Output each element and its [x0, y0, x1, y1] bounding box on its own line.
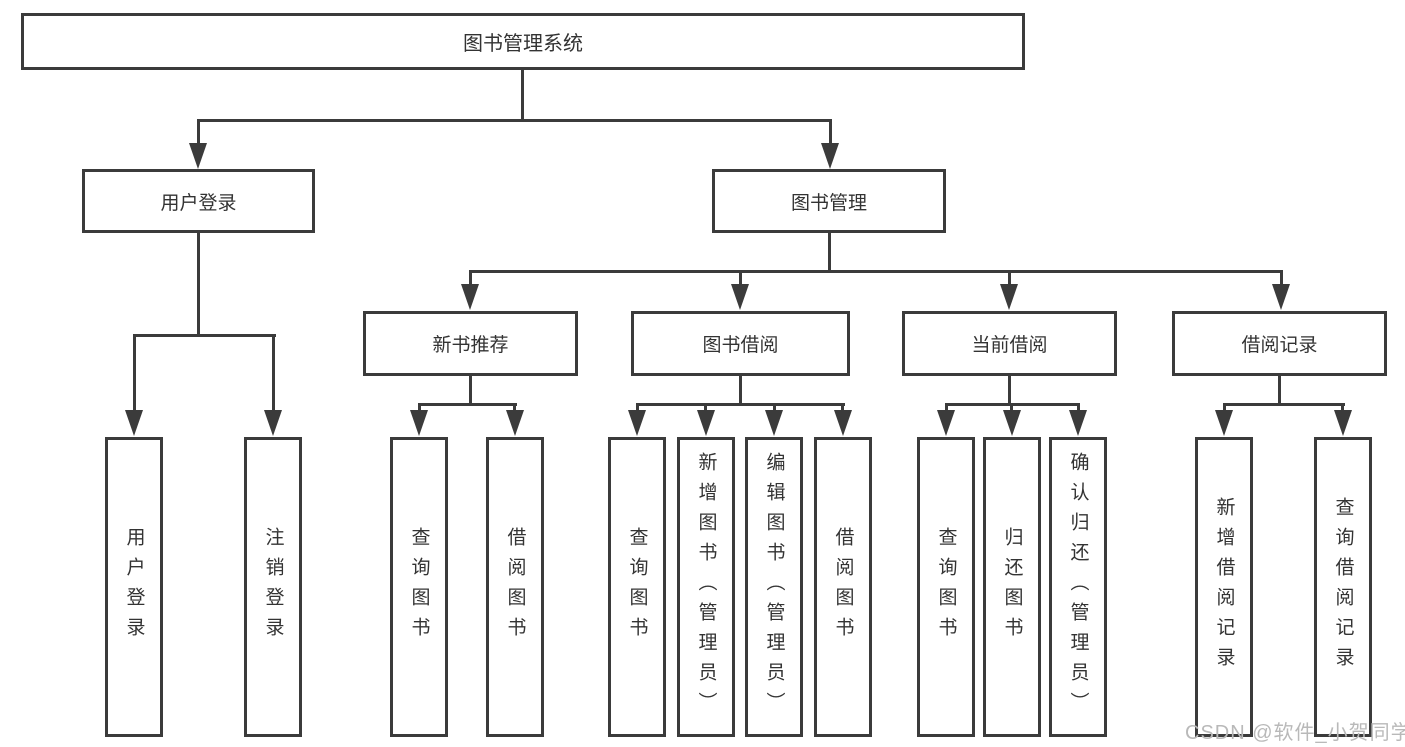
arrowhead-down-icon — [1272, 284, 1290, 310]
leaf-query-books: 查询图书 — [608, 437, 666, 737]
arrowhead-down-icon — [506, 410, 524, 436]
connector-line — [945, 403, 948, 412]
connector-line — [133, 334, 276, 337]
arrowhead-down-icon — [937, 410, 955, 436]
connector-line — [773, 403, 776, 412]
node-current-borrow: 当前借阅 — [902, 311, 1117, 376]
connector-line — [636, 403, 639, 412]
arrowhead-down-icon — [697, 410, 715, 436]
arrowhead-down-icon — [821, 143, 839, 169]
connector-line — [272, 334, 275, 412]
connector-line — [133, 334, 136, 412]
leaf-query-books: 查询图书 — [917, 437, 975, 737]
node-new-book-recommend: 新书推荐 — [363, 311, 578, 376]
arrowhead-down-icon — [731, 284, 749, 310]
arrowhead-down-icon — [1003, 410, 1021, 436]
leaf-add-borrow-record: 新增借阅记录 — [1195, 437, 1253, 737]
connector-line — [1223, 403, 1345, 406]
connector-line — [1008, 376, 1011, 405]
connector-line — [418, 403, 421, 412]
connector-line — [828, 233, 831, 273]
connector-line — [739, 270, 742, 286]
arrowhead-down-icon — [410, 410, 428, 436]
arrowhead-down-icon — [765, 410, 783, 436]
node-book-borrow: 图书借阅 — [631, 311, 850, 376]
connector-line — [521, 70, 524, 120]
connector-line — [1010, 403, 1013, 412]
arrowhead-down-icon — [628, 410, 646, 436]
connector-line — [469, 376, 472, 405]
leaf-logout: 注销登录 — [244, 437, 302, 737]
arrowhead-down-icon — [1000, 284, 1018, 310]
connector-line — [636, 403, 845, 406]
connector-line — [1008, 270, 1011, 286]
connector-line — [829, 119, 832, 145]
connector-line — [197, 119, 200, 145]
leaf-query-borrow-record: 查询借阅记录 — [1314, 437, 1372, 737]
leaf-confirm-return-admin: 确认归还（管理员） — [1049, 437, 1107, 737]
arrowhead-down-icon — [1334, 410, 1352, 436]
connector-line — [739, 376, 742, 405]
arrowhead-down-icon — [461, 284, 479, 310]
leaf-borrow-books: 借阅图书 — [486, 437, 544, 737]
connector-line — [197, 233, 200, 336]
leaf-user-login: 用户登录 — [105, 437, 163, 737]
arrowhead-down-icon — [834, 410, 852, 436]
arrowhead-down-icon — [1215, 410, 1233, 436]
leaf-add-book-admin: 新增图书（管理员） — [677, 437, 735, 737]
node-user-login: 用户登录 — [82, 169, 315, 233]
connector-line — [197, 119, 832, 122]
root-node: 图书管理系统 — [21, 13, 1025, 70]
arrowhead-down-icon — [189, 143, 207, 169]
arrowhead-down-icon — [125, 410, 143, 436]
leaf-return-book: 归还图书 — [983, 437, 1041, 737]
leaf-borrow-books: 借阅图书 — [814, 437, 872, 737]
connector-line — [1223, 403, 1226, 412]
connector-line — [513, 403, 516, 412]
connector-line — [1341, 403, 1344, 412]
node-borrow-record: 借阅记录 — [1172, 311, 1387, 376]
arrowhead-down-icon — [1069, 410, 1087, 436]
connector-line — [469, 270, 472, 286]
watermark: CSDN @软件_小贺同学 — [1185, 722, 1405, 744]
connector-line — [1280, 270, 1283, 286]
connector-line — [1278, 376, 1281, 405]
node-book-management: 图书管理 — [712, 169, 946, 233]
connector-line — [469, 270, 1282, 273]
leaf-query-books: 查询图书 — [390, 437, 448, 737]
connector-line — [841, 403, 844, 412]
arrowhead-down-icon — [264, 410, 282, 436]
leaf-edit-book-admin: 编辑图书（管理员） — [745, 437, 803, 737]
connector-line — [1077, 403, 1080, 412]
connector-line — [418, 403, 517, 406]
connector-line — [704, 403, 707, 412]
